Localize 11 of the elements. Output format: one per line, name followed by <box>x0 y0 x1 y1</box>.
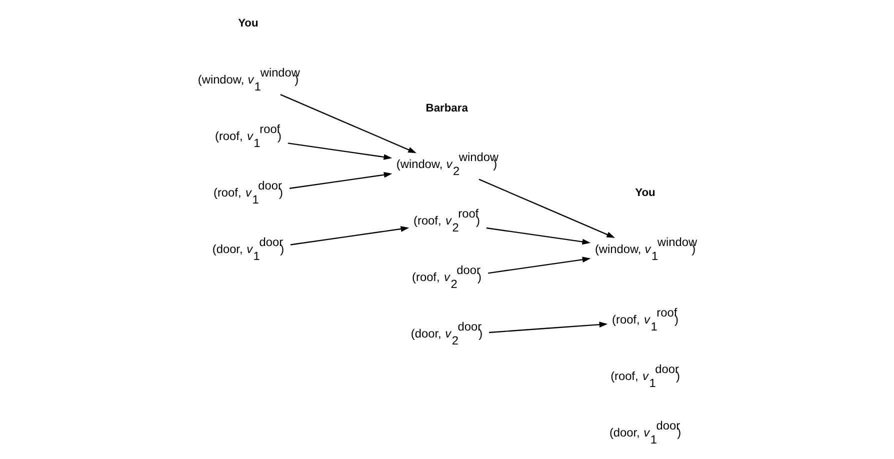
arrow <box>290 226 410 246</box>
arrow <box>478 178 616 238</box>
arrow <box>488 256 591 274</box>
label: You <box>635 187 656 200</box>
arrow <box>489 322 608 334</box>
arrow <box>288 142 392 160</box>
arrow <box>486 227 591 245</box>
arrow <box>289 172 392 189</box>
arrow <box>280 94 417 154</box>
label: You <box>238 18 258 30</box>
label: Barbara <box>426 102 468 114</box>
